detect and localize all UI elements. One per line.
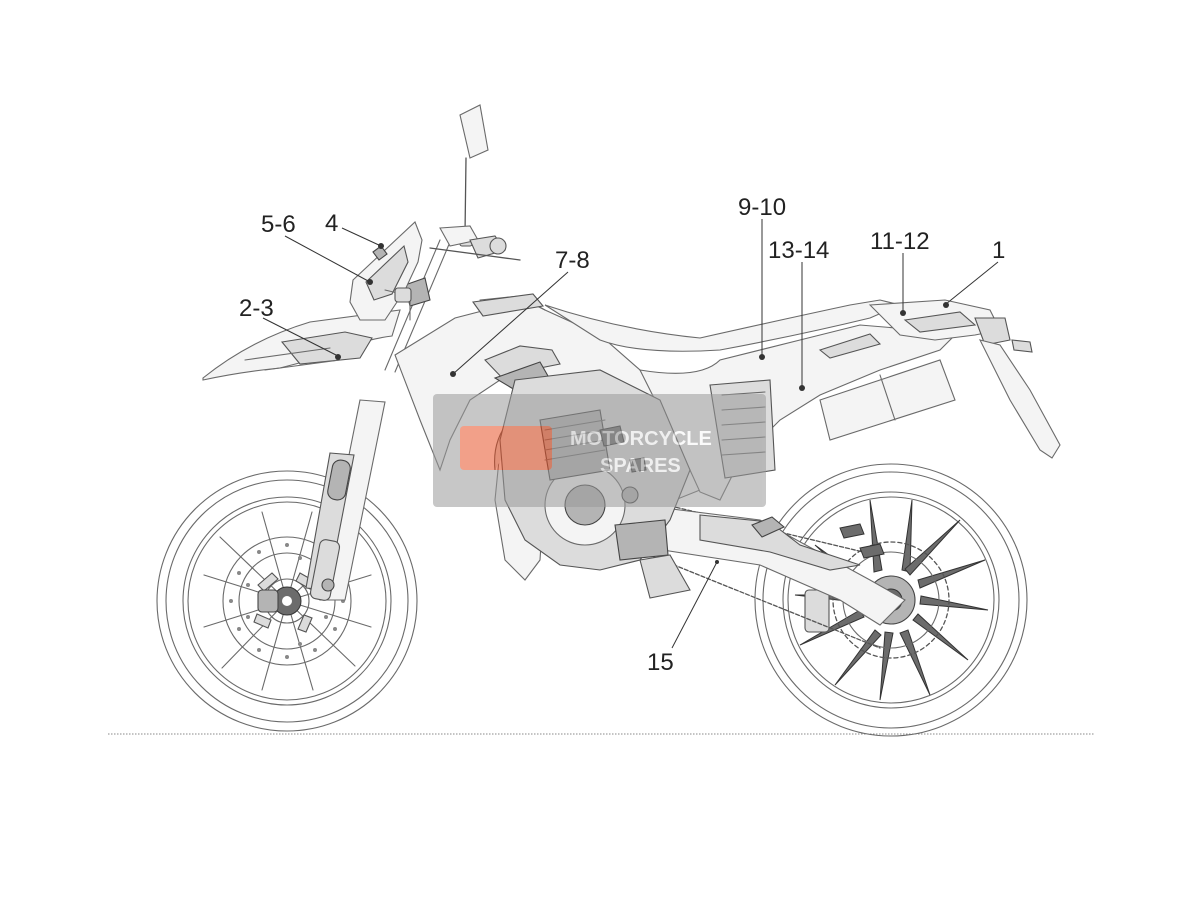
callout-11-12: 11-12 — [870, 228, 930, 316]
callout-label-1: 1 — [992, 237, 1005, 264]
callout-13-14: 13-14 — [768, 237, 829, 391]
watermark: MOTORCYCLE SPARES — [433, 394, 766, 507]
seat — [544, 299, 902, 352]
front-fender — [202, 309, 401, 381]
watermark-box — [433, 394, 766, 507]
watermark-line2: SPARES — [600, 455, 681, 477]
handlebar-mirror — [404, 104, 521, 307]
callout-9-10: 9-10 — [738, 194, 786, 360]
watermark-line1: MOTORCYCLE — [570, 428, 712, 450]
front-wheel — [156, 470, 418, 732]
front-fairing — [349, 221, 423, 321]
callout-label-4: 4 — [325, 210, 338, 237]
callout-label-11-12: 11-12 — [870, 228, 930, 255]
watermark-logo — [460, 426, 552, 470]
callout-label-9-10: 9-10 — [738, 194, 786, 221]
callout-label-13-14: 13-14 — [768, 237, 829, 264]
callout-7-8: 7-8 — [450, 247, 590, 377]
callout-label-15: 15 — [647, 649, 674, 676]
callout-label-2-3: 2-3 — [239, 295, 274, 322]
callout-15: 15 — [647, 560, 719, 676]
callout-5-6: 5-6 — [261, 211, 373, 285]
callout-4: 4 — [325, 210, 384, 249]
callouts: 1 2-3 4 5-6 7-8 9-10 — [239, 194, 1005, 676]
front-fork — [305, 239, 451, 601]
callout-label-5-6: 5-6 — [261, 211, 296, 238]
callout-1: 1 — [943, 237, 1005, 308]
callout-label-7-8: 7-8 — [555, 247, 590, 274]
callout-2-3: 2-3 — [239, 295, 341, 360]
